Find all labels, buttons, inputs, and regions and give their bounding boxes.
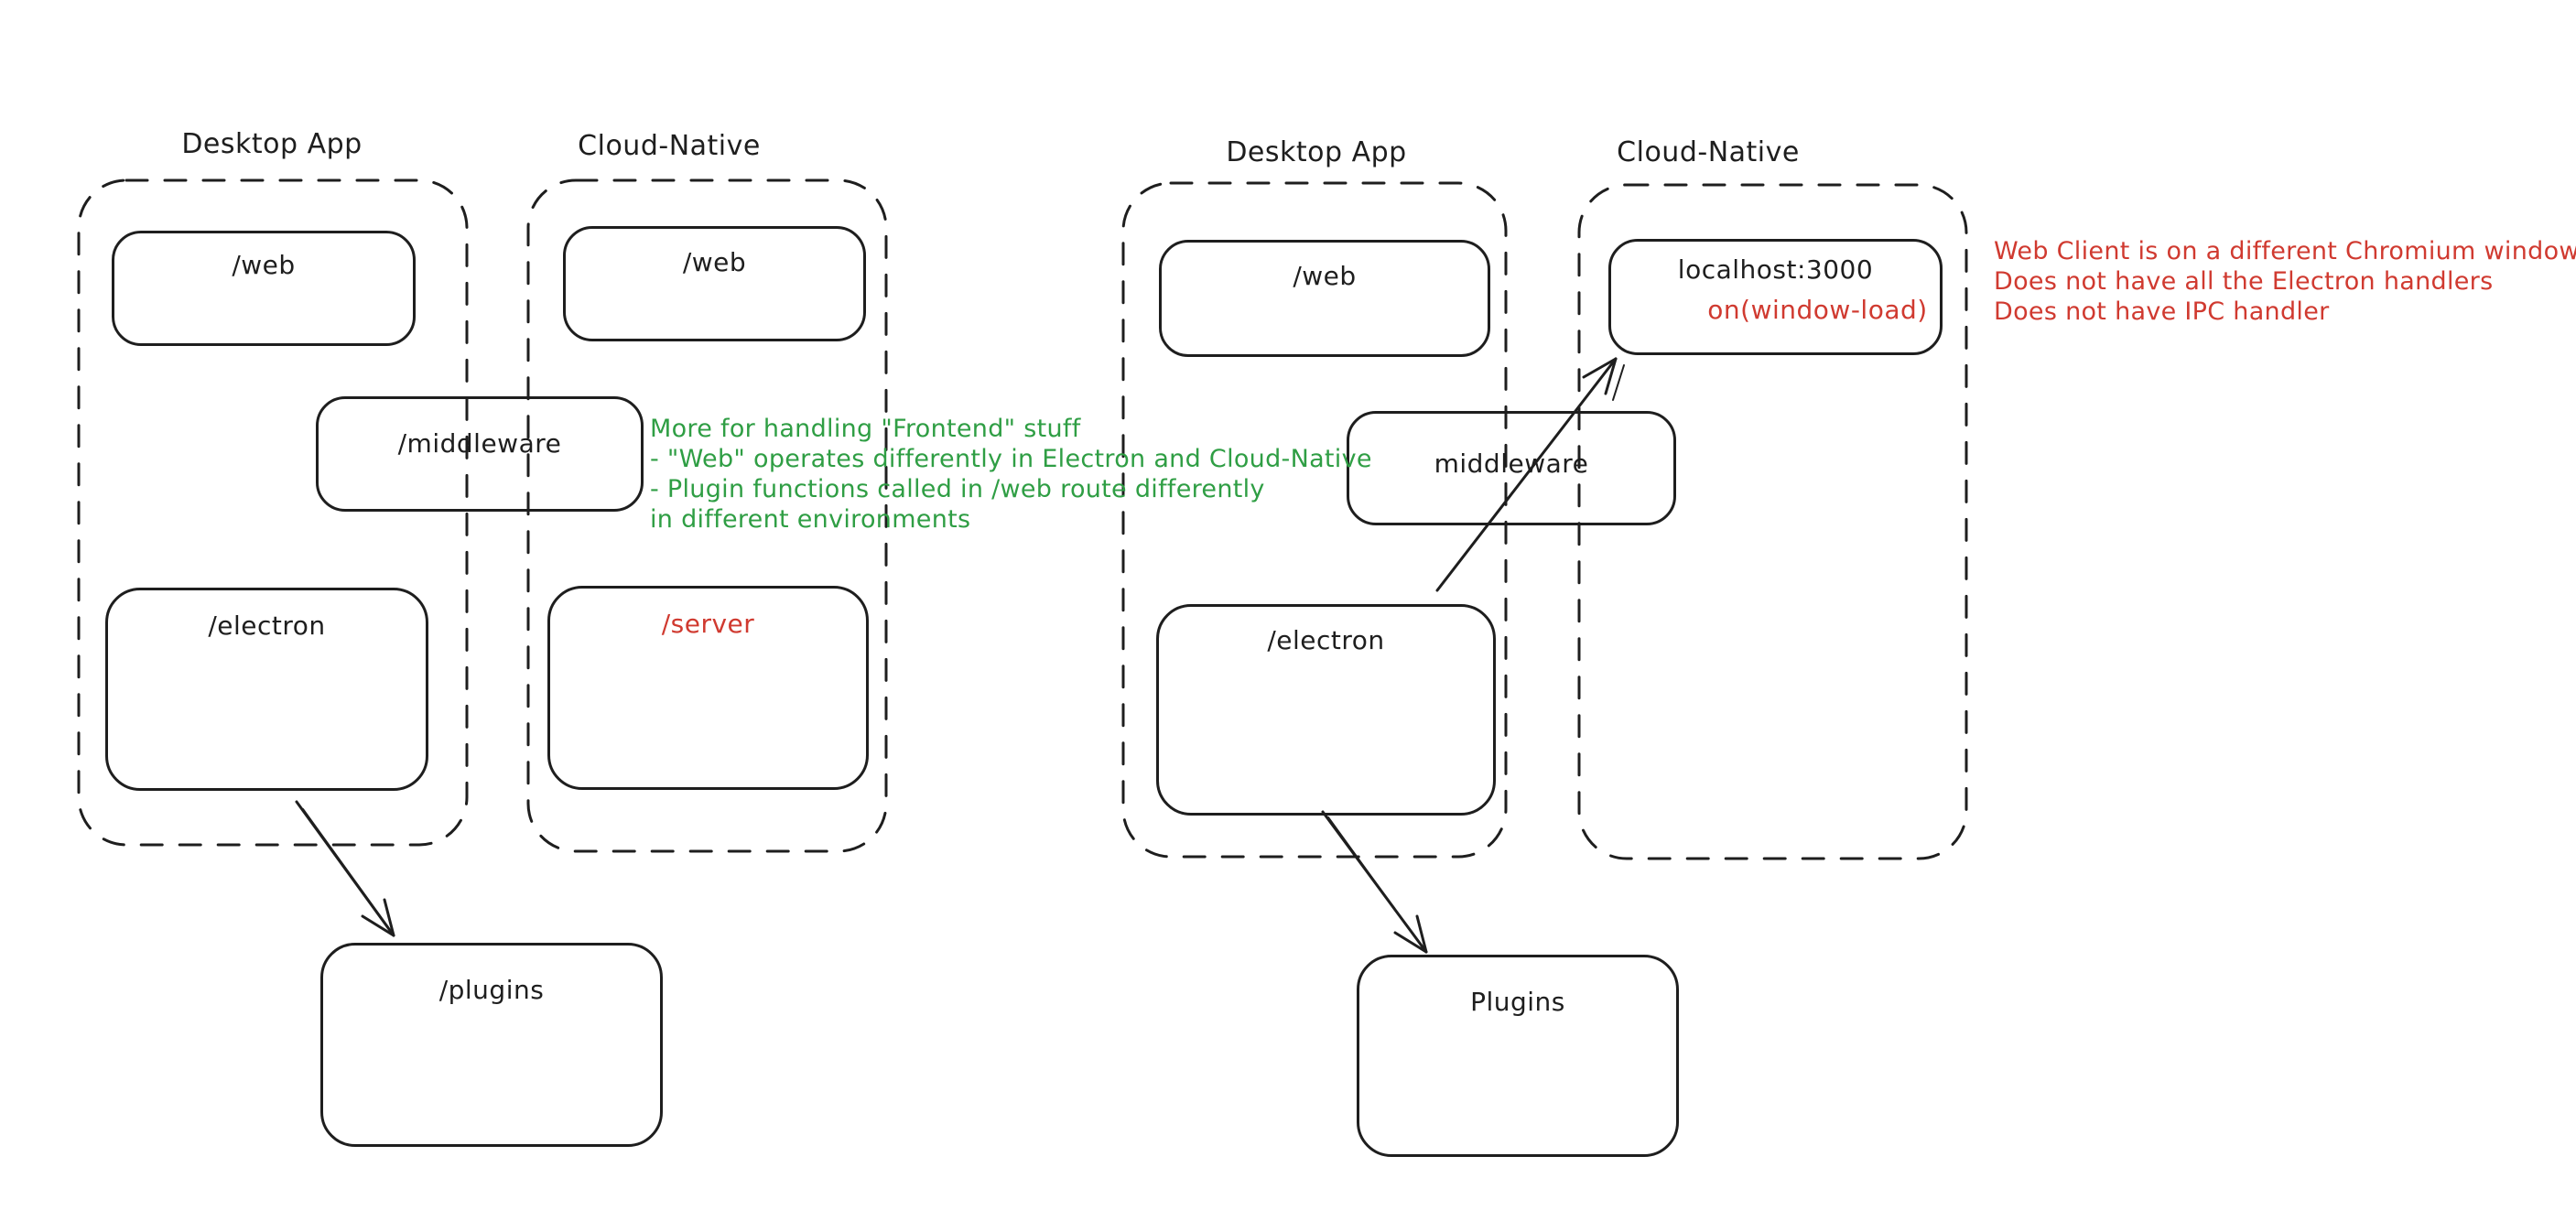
right-middleware-label: middleware [1434,448,1589,479]
green-note-line: in different environments [650,505,971,534]
left-electron-box: /electron [105,588,428,791]
left-web-cloud-label: /web [682,247,747,277]
right-plugins-box: Plugins [1357,955,1679,1157]
left-desktop-app-title: Desktop App [181,128,363,160]
right-window-load-label: on(window-load) [1707,295,1928,325]
left-server-box: /server [547,586,869,790]
left-web-desktop-label: /web [232,250,296,280]
right-cloud-native-title: Cloud-Native [1617,136,1800,168]
right-arrow-electron-to-plugins [1321,810,1428,954]
left-server-label: /server [661,609,755,639]
right-web-desktop-label: /web [1293,261,1357,291]
right-web-desktop-box: /web [1159,240,1490,357]
left-arrow-electron-to-plugins [295,800,395,937]
red-annotation-note: Web Client is on a different Chromium wi… [1994,236,2576,327]
right-desktop-app-title: Desktop App [1226,136,1407,168]
green-note-line: More for handling "Frontend" stuff [650,415,1081,443]
green-note-line: - "Web" operates differently in Electron… [650,445,1372,473]
right-electron-box: /electron [1156,604,1496,816]
left-cloud-native-title: Cloud-Native [578,130,761,162]
right-localhost-box: localhost:3000 on(window-load) [1608,239,1943,355]
left-web-desktop-box: /web [112,231,416,346]
red-note-line: Does not have all the Electron handlers [1994,267,2494,296]
right-middleware-box: middleware [1347,411,1676,525]
left-middleware-label: /middleware [397,428,562,459]
right-electron-label: /electron [1267,625,1385,655]
left-plugins-box: /plugins [320,943,663,1147]
left-plugins-label: /plugins [438,975,545,1005]
left-web-cloud-box: /web [563,226,866,341]
green-annotation-note: More for handling "Frontend" stuff - "We… [650,414,1372,535]
red-note-line: Does not have IPC handler [1994,297,2330,326]
right-plugins-label: Plugins [1470,987,1565,1017]
green-note-line: - Plugin functions called in /web route … [650,475,1265,503]
left-electron-label: /electron [208,611,326,641]
red-note-line: Web Client is on a different Chromium wi… [1994,237,2576,265]
left-middleware-box: /middleware [316,396,644,512]
right-localhost-label: localhost:3000 [1677,254,1874,285]
